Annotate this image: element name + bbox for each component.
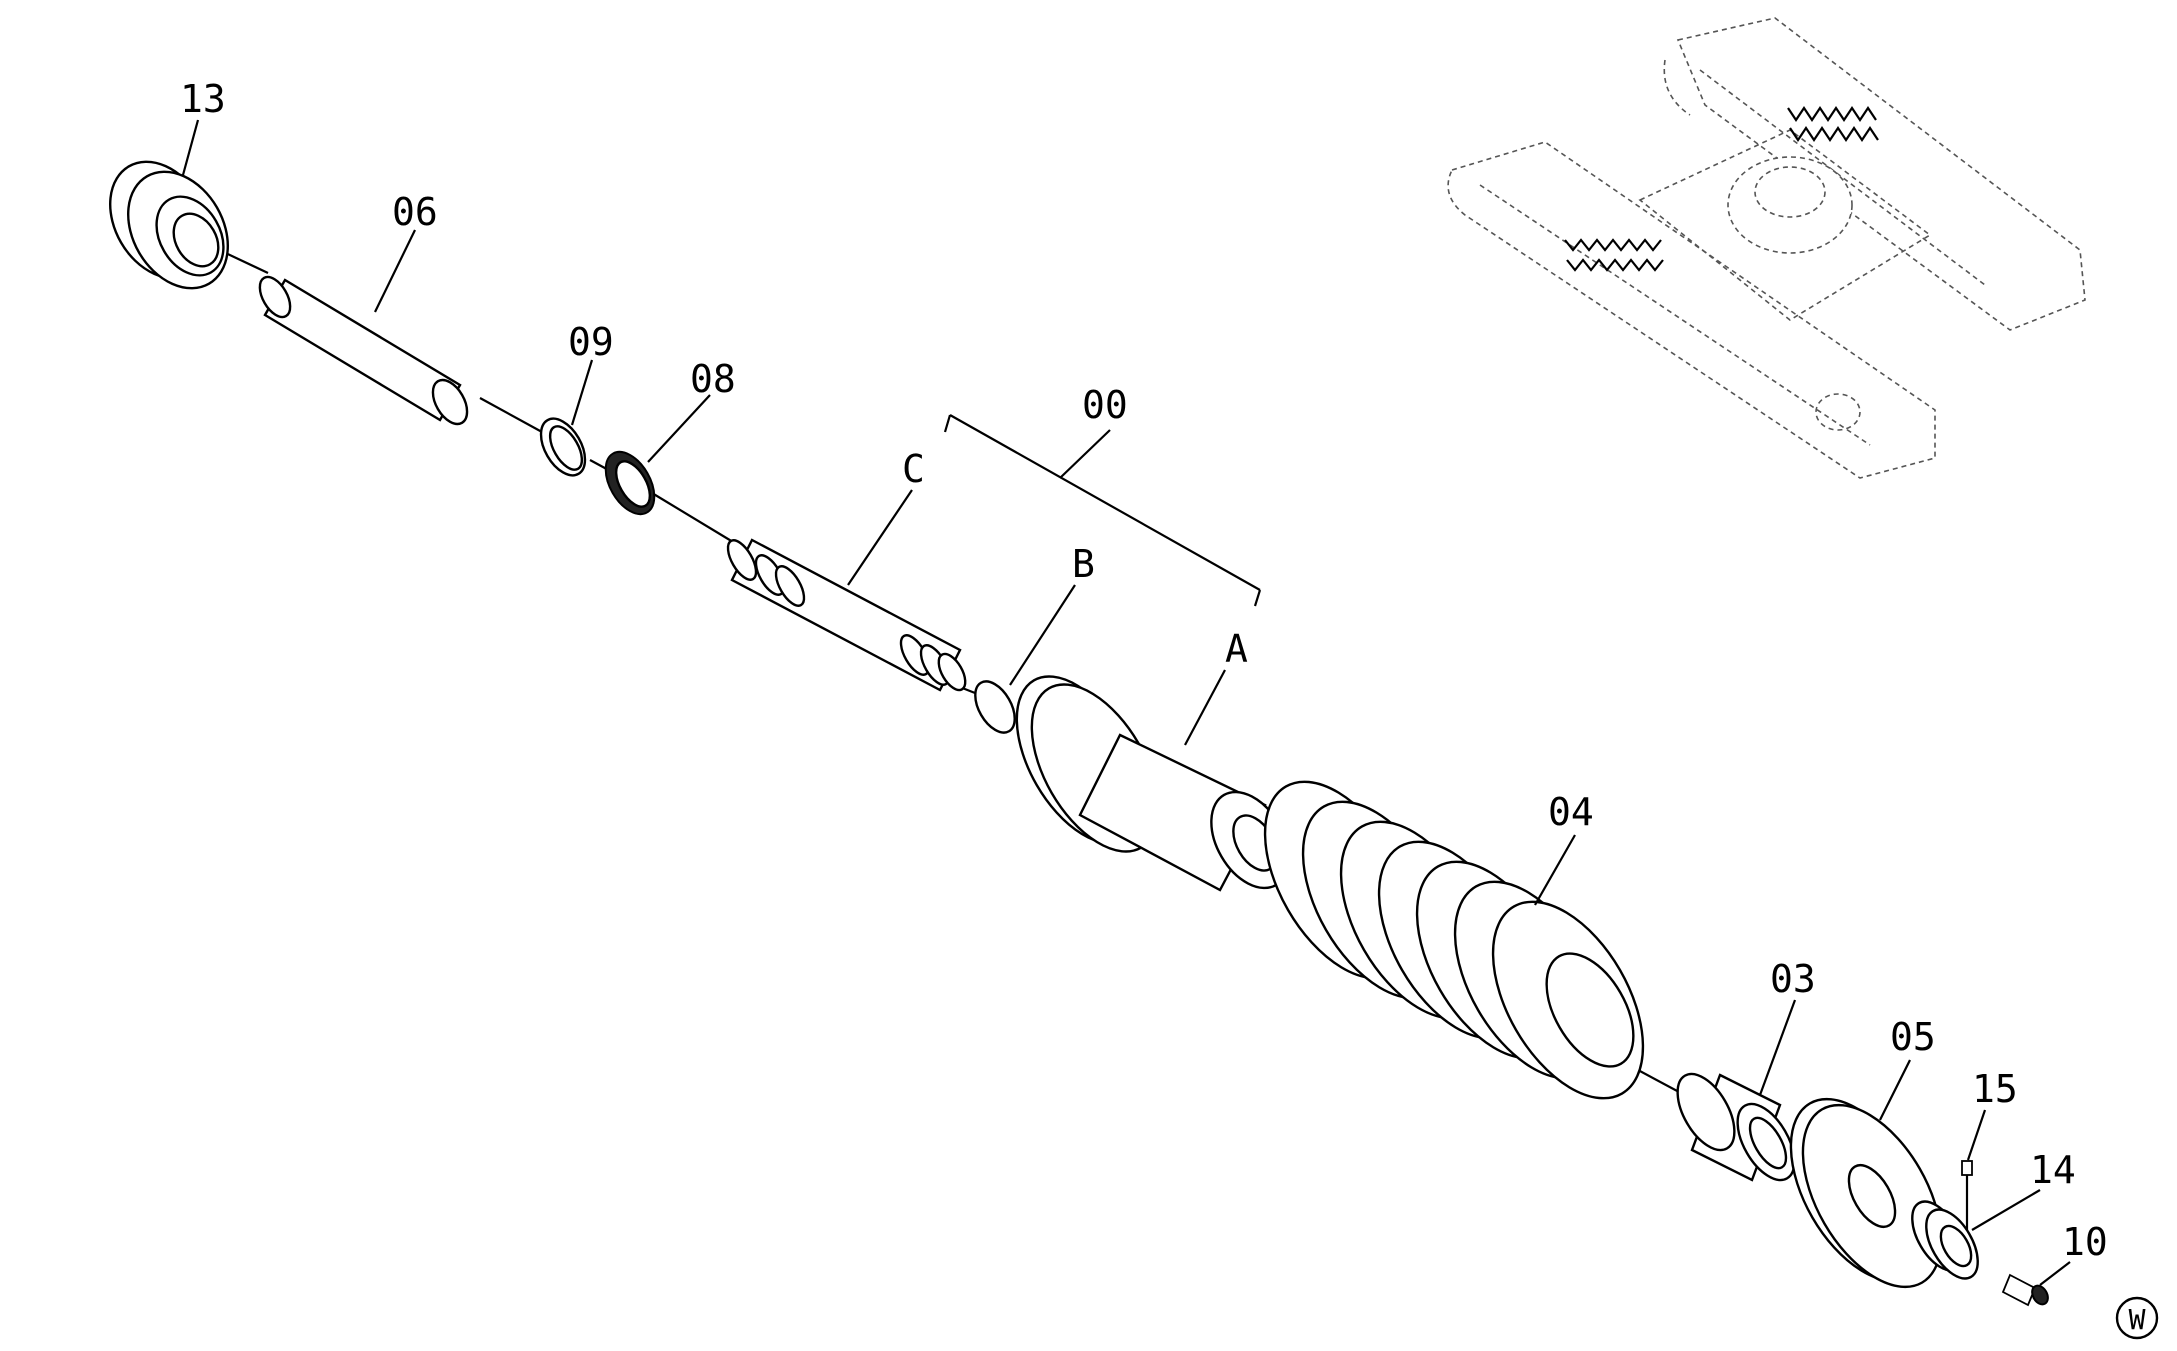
- part-13-flanged-bushing: [109, 160, 229, 290]
- callout-14: 14: [2030, 1148, 2076, 1192]
- callout-10: 10: [2062, 1220, 2108, 1264]
- part-06-sleeve-tube: [258, 275, 469, 426]
- callout-13: 13: [180, 77, 226, 121]
- leader-lines: [181, 119, 2071, 1286]
- callout-b: B: [1072, 542, 1095, 586]
- part-15-screw: [1961, 1160, 1973, 1230]
- part-09-ring: [539, 417, 587, 477]
- callout-04: 04: [1548, 790, 1594, 834]
- part-10-grease-fitting: [2001, 1273, 2049, 1307]
- callout-00: 00: [1082, 383, 1128, 427]
- part-03-bushing: [1676, 1072, 1796, 1182]
- callout-c: C: [902, 447, 925, 491]
- callout-08: 08: [690, 357, 736, 401]
- callout-05: 05: [1890, 1015, 1936, 1059]
- part-08-seal: [604, 450, 656, 516]
- callout-15: 15: [1972, 1067, 2018, 1111]
- part-05-washer-plate: [1789, 1097, 1943, 1289]
- corner-mark-letter: W: [2129, 1303, 2146, 1336]
- callout-06: 06: [392, 190, 438, 234]
- callout-03: 03: [1770, 957, 1816, 1001]
- corner-w-mark: W: [2115, 1296, 2159, 1340]
- part-c-rod: [726, 538, 967, 692]
- callout-09: 09: [568, 320, 614, 364]
- part-a-cylinder: [1015, 675, 1290, 892]
- inset-spring-front: [1564, 238, 1664, 272]
- part-04-coil-spring: [1263, 780, 1645, 1100]
- callout-a: A: [1225, 627, 1248, 671]
- inset-spring-rear: [1787, 106, 1879, 142]
- track-frame-inset: [1447, 17, 2086, 479]
- part-b-o-ring: [974, 680, 1016, 734]
- part-14-nut: [1911, 1200, 1979, 1280]
- callout-labels: 13 06 09 08 00 C B A 04 03 05 15 14 10: [180, 77, 2108, 1264]
